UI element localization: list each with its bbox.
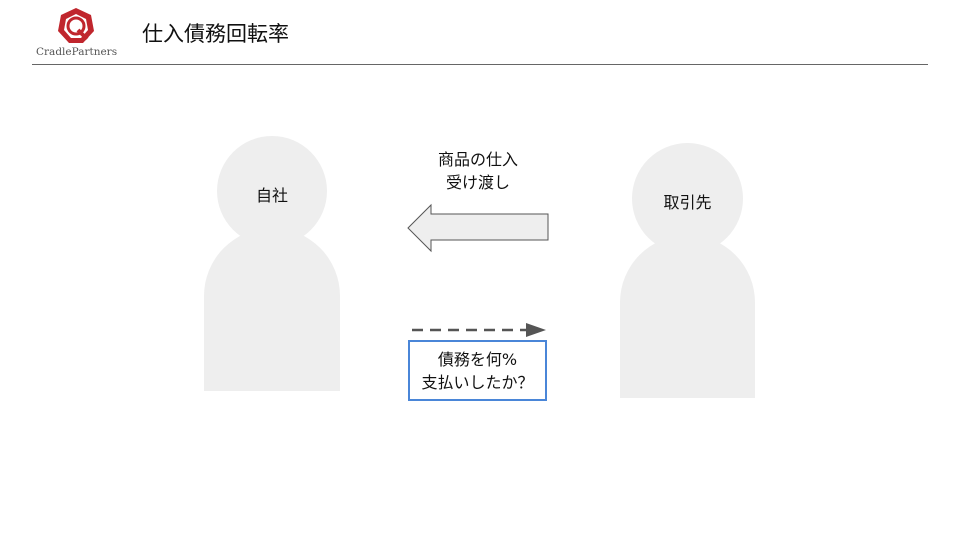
self-company-label: 自社 [255, 186, 288, 205]
partner-label: 取引先 [663, 193, 712, 212]
self-figure-body [204, 228, 340, 391]
page-title: 仕入債務回転率 [142, 22, 289, 46]
payment-question-box: 債務を何% 支払いしたか？ [408, 340, 547, 401]
self-figure-head [217, 136, 327, 246]
goods-transfer-label: 商品の仕入 受け渡し [408, 148, 548, 194]
goods-flow-arrow [407, 203, 549, 253]
goods-label-line2: 受け渡し [445, 173, 510, 192]
question-line2: 支払いしたか？ [421, 372, 534, 392]
self-company-figure: 自社 [204, 136, 340, 391]
header-divider [32, 64, 928, 65]
partner-figure: 取引先 [620, 143, 755, 398]
logo-text: CradlePartners [36, 46, 118, 58]
goods-label-line1: 商品の仕入 [437, 150, 518, 169]
partner-figure-body [620, 235, 755, 398]
logo-emblem-icon [58, 8, 94, 43]
question-line1: 債務を何% [437, 349, 518, 369]
company-logo: CradlePartners [36, 6, 118, 60]
payment-flow-arrow [412, 323, 546, 337]
